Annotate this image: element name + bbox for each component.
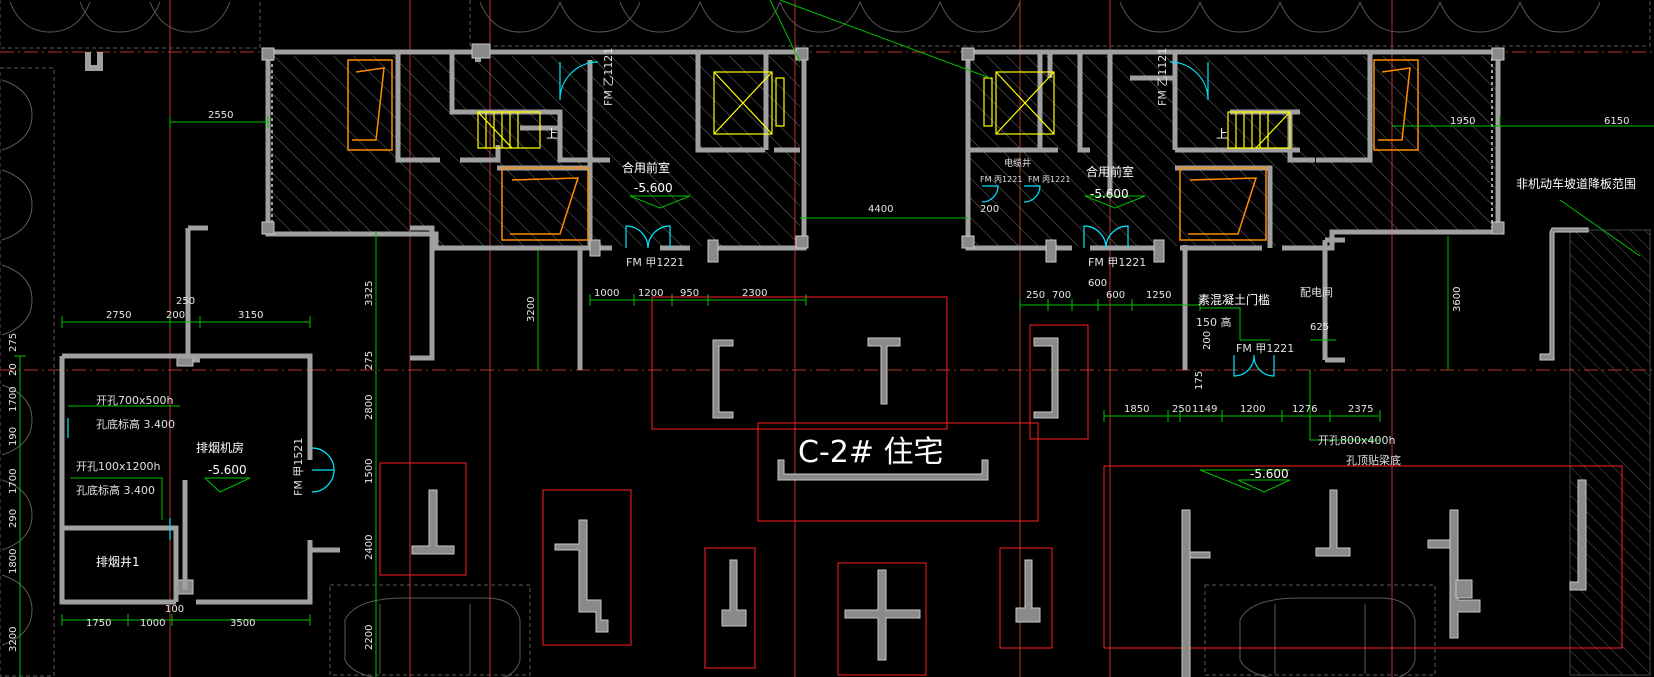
stairs (477, 71, 1291, 149)
dim-2375: 2375 (1348, 404, 1373, 415)
left-door-label: FM 甲1221 (626, 256, 684, 269)
red-frames (379, 296, 1623, 676)
dim-v-2400: 2400 (364, 535, 375, 560)
right-room-elevation: -5.600 (1090, 187, 1129, 201)
dim-1750: 1750 (86, 618, 111, 629)
dim-1200-left: 1200 (638, 288, 663, 299)
dim-250-fan: 250 (176, 296, 195, 307)
dim-175: 175 (1194, 371, 1205, 390)
left-room-name: 合用前室 (622, 160, 670, 175)
right-room-name: 合用前室 (1086, 164, 1134, 179)
right-lower-elevation: -5.600 (1250, 467, 1289, 481)
dim-3500: 3500 (230, 618, 255, 629)
fan-room-walls (59, 353, 340, 605)
dim-3325: 3325 (364, 281, 375, 306)
left-stair-up-label: 上 (546, 127, 558, 141)
right-side-door-label: FM 乙1121 (1156, 48, 1169, 106)
electrical-room-door-label: FM 甲1221 (1236, 342, 1294, 355)
opening-100-note: 开孔100x1200h (76, 460, 160, 473)
top-parking-row (0, 0, 1651, 49)
dim-950: 950 (680, 288, 699, 299)
dim-1950: 1950 (1450, 116, 1475, 127)
well-door-label-1: FM 丙1221 (980, 175, 1022, 184)
dim-4400: 4400 (868, 204, 893, 215)
dim-left-1800: 1800 (8, 549, 19, 574)
opening-700-note: 开孔700x500h (96, 394, 174, 407)
dim-200-fan: 200 (166, 310, 185, 321)
opening-100-elevation: 孔底标高 3.400 (76, 483, 155, 497)
dim-200-right: 200 (1202, 331, 1213, 350)
smoke-shaft-label: 排烟井1 (96, 555, 140, 569)
left-side-door-label: FM 乙1121 (602, 48, 615, 106)
dim-left-1700-b: 1700 (8, 469, 19, 494)
slope-range-note: 非机动车坡道降板范围 (1516, 176, 1636, 191)
left-room-elevation: -5.600 (634, 181, 673, 195)
dim-1250: 1250 (1146, 290, 1171, 301)
dim-3600: 3600 (1452, 287, 1463, 312)
doors (67, 61, 1275, 540)
dimension-lines (14, 0, 1654, 677)
opening-top-note: 孔顶贴梁底 (1346, 453, 1401, 467)
dim-250-right: 250 (1026, 290, 1045, 301)
dim-left-290: 290 (8, 509, 19, 528)
threshold-note: 素混凝土门槛 (1198, 292, 1270, 307)
opening-800-note: 开孔800x400h (1318, 434, 1396, 447)
dim-v-275: 275 (364, 351, 375, 370)
dim-250-row2: 250 (1172, 404, 1191, 415)
opening-700-elevation: 孔底标高 3.400 (96, 417, 175, 431)
dim-v-2800: 2800 (364, 395, 375, 420)
electrical-room-label: 配电间 (1300, 286, 1333, 299)
dim-3200: 3200 (526, 297, 537, 322)
fan-room-elevation: -5.600 (208, 463, 247, 477)
walls (85, 45, 1501, 370)
dim-1200-right: 1200 (1240, 404, 1265, 415)
cable-well-label: 电缆井 (1004, 157, 1031, 169)
left-parking-column (0, 67, 55, 677)
threshold-height-note: 150 高 (1196, 315, 1232, 329)
dim-1850: 1850 (1124, 404, 1149, 415)
dim-100-fan: 100 (165, 604, 184, 615)
dim-1276: 1276 (1292, 404, 1317, 415)
dim-2300: 2300 (742, 288, 767, 299)
dim-2550: 2550 (208, 110, 233, 121)
dim-v-2200: 2200 (364, 625, 375, 650)
dim-1000-fan: 1000 (140, 618, 165, 629)
furniture (347, 59, 1419, 241)
dim-3150: 3150 (238, 310, 263, 321)
dim-left-20: 20 (8, 363, 19, 376)
project-title: C-2# 住宅 (798, 435, 944, 470)
dim-2750: 2750 (106, 310, 131, 321)
well-door-label-2: FM 丙1221 (1028, 175, 1070, 184)
dim-625: 625 (1310, 322, 1329, 333)
fan-room-door-label: FM 甲1521 (292, 438, 305, 496)
dim-left-3200: 3200 (8, 627, 19, 652)
dim-200-well: 200 (980, 204, 999, 215)
labels: C-2# 住宅 合用前室 -5.600 FM 甲1221 FM 乙1121 上 … (8, 48, 1636, 652)
dim-v-1500: 1500 (364, 459, 375, 484)
dim-600-a: 600 (1088, 278, 1107, 289)
bottom-cars (329, 229, 1651, 677)
dim-6150: 6150 (1604, 116, 1629, 127)
dim-1000: 1000 (594, 288, 619, 299)
dim-left-275: 275 (8, 333, 19, 352)
fan-room-name: 排烟机房 (196, 440, 244, 455)
dim-1149: 1149 (1192, 404, 1217, 415)
dim-left-190: 190 (8, 427, 19, 446)
right-door-label: FM 甲1221 (1088, 256, 1146, 269)
dim-600-b: 600 (1106, 290, 1125, 301)
dim-left-1700-a: 1700 (8, 387, 19, 412)
dim-700: 700 (1052, 290, 1071, 301)
right-stair-up-label: 上 (1216, 127, 1228, 141)
